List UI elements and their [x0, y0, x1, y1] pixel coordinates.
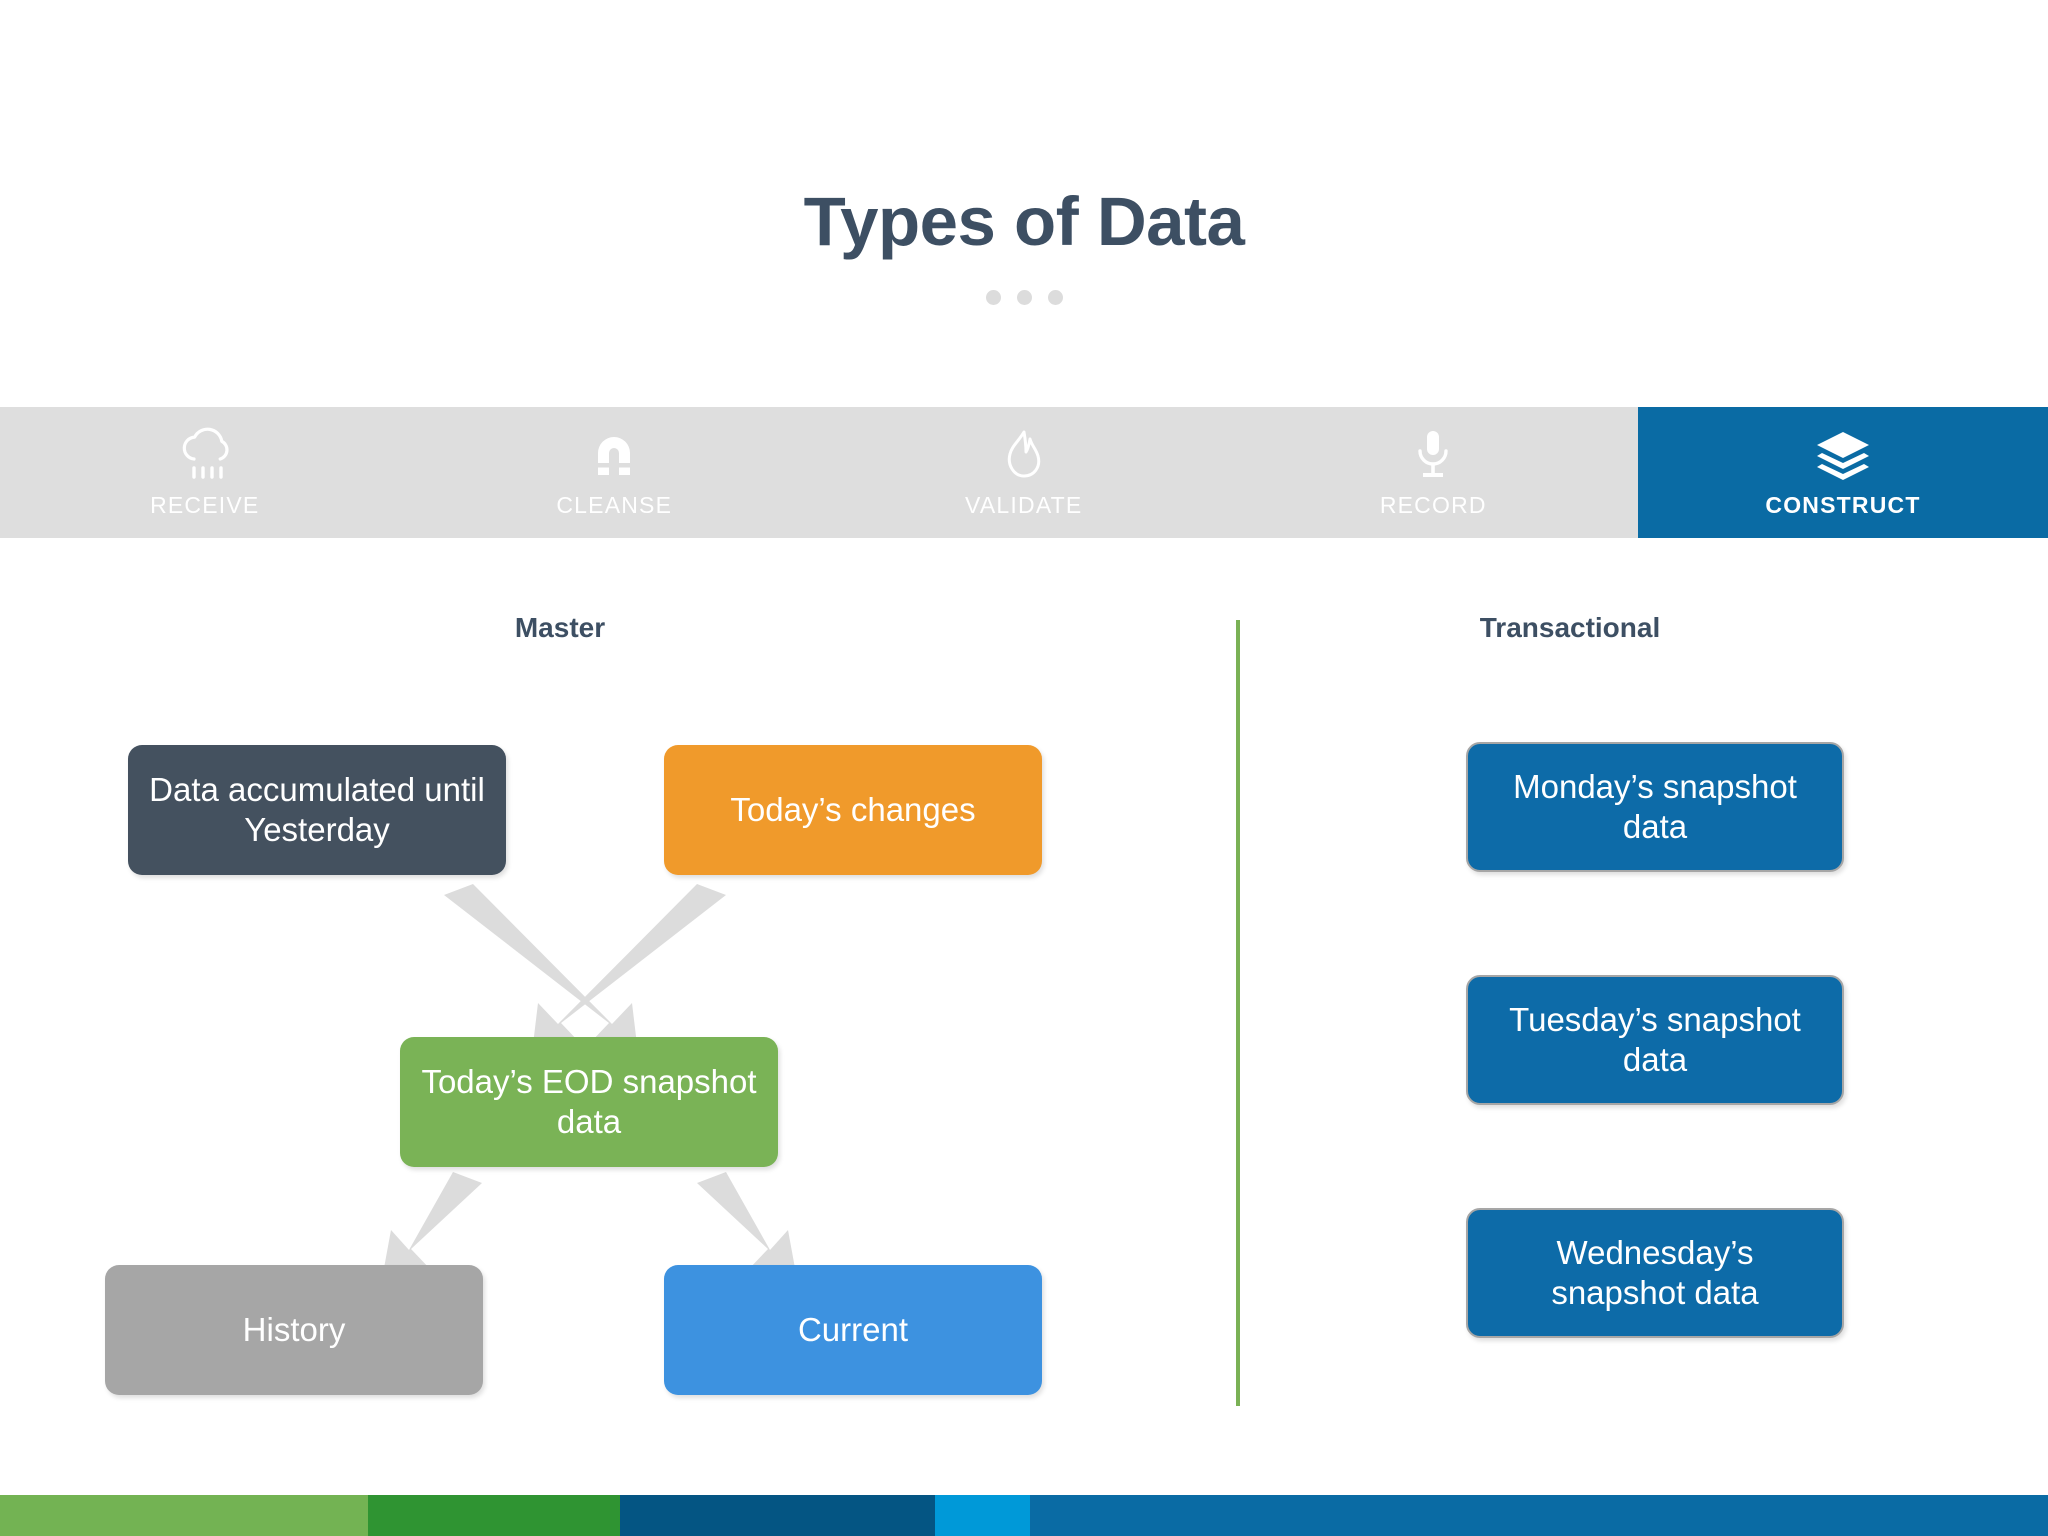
strip-segment [935, 1495, 1030, 1536]
bottom-color-strip [0, 1495, 2048, 1536]
nav-tab-label: CLEANSE [556, 492, 673, 518]
nav-tab-construct[interactable]: CONSTRUCT [1638, 407, 2048, 538]
column-header-master: Master [514, 612, 606, 643]
pagination-dot [1016, 290, 1032, 306]
flame-icon [998, 424, 1050, 486]
nav-tab-label: RECORD [1379, 492, 1487, 518]
flow-box-tuesday-snapshot[interactable]: Tuesday’s snapshot data [1466, 975, 1844, 1105]
layers-icon [1812, 424, 1874, 486]
flow-box-eod-snapshot[interactable]: Today’s EOD snapshot data [400, 1037, 778, 1167]
flow-box-todays-changes[interactable]: Today’s changes [664, 745, 1042, 875]
nav-tab-cleanse[interactable]: CLEANSE [409, 407, 819, 538]
arrow-changes-to-eod [532, 884, 726, 1053]
arrow-accumulated-to-eod [444, 884, 638, 1053]
strip-segment [1030, 1495, 2048, 1536]
nav-tab-label: CONSTRUCT [1765, 492, 1921, 518]
magnet-icon [585, 424, 643, 486]
strip-segment [0, 1495, 368, 1536]
process-navbar: RECEIVE CLEANSE VALIDATE [0, 407, 2048, 538]
strip-segment [620, 1495, 935, 1536]
microphone-icon [1408, 424, 1458, 486]
column-divider [1236, 620, 1240, 1406]
arrow-eod-to-history [382, 1172, 482, 1279]
page-title: Types of Data [803, 183, 1245, 260]
flow-box-wednesday-snapshot[interactable]: Wednesday’s snapshot data [1466, 1208, 1844, 1338]
rain-cloud-icon [174, 424, 236, 486]
pagination-dot [985, 290, 1001, 306]
nav-tab-receive[interactable]: RECEIVE [0, 407, 410, 538]
arrow-eod-to-current [697, 1172, 797, 1279]
column-header-transactional: Transactional [1479, 612, 1661, 643]
nav-tab-label: RECEIVE [150, 492, 260, 518]
title-block: Types of Data [0, 183, 2048, 306]
flow-box-accumulated[interactable]: Data accumulated until Yesterday [128, 745, 506, 875]
nav-tab-validate[interactable]: VALIDATE [819, 407, 1229, 538]
flow-box-current[interactable]: Current [664, 1265, 1042, 1395]
flow-box-history[interactable]: History [105, 1265, 483, 1395]
flow-box-monday-snapshot[interactable]: Monday’s snapshot data [1466, 742, 1844, 872]
pagination-dots [0, 290, 2048, 306]
nav-tab-record[interactable]: RECORD [1228, 407, 1638, 538]
nav-tab-label: VALIDATE [965, 492, 1083, 518]
strip-segment [368, 1495, 620, 1536]
pagination-dot [1047, 290, 1063, 306]
